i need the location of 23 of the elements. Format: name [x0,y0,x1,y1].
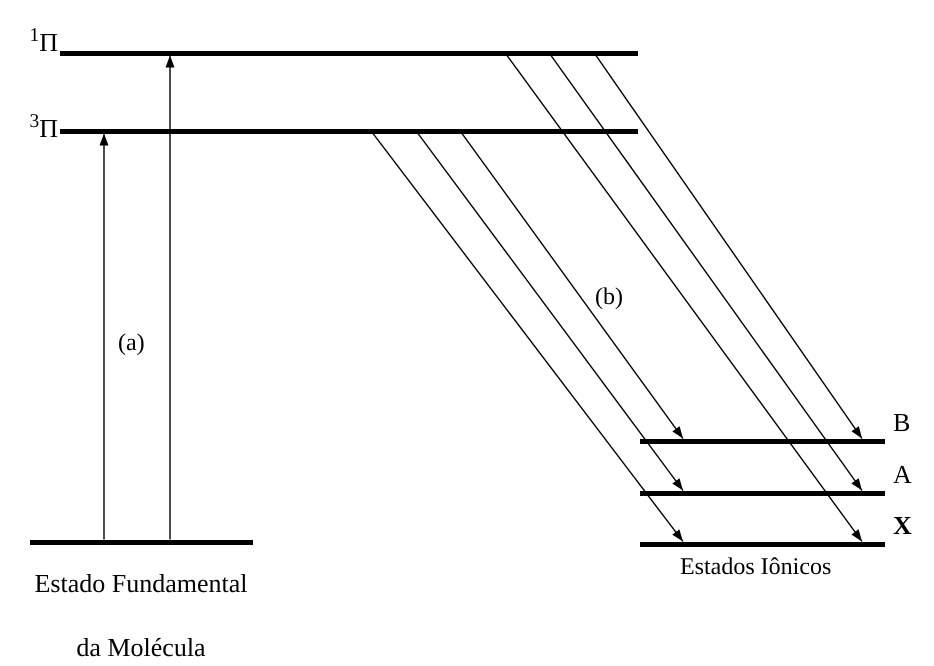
arrow [372,133,684,542]
arrow [100,134,108,540]
level-label: $^{3}$Π [28,114,58,144]
energy-level-bar [60,128,638,134]
level-label: X [893,511,913,541]
transition-label: (a) [118,329,145,358]
level-label: B [893,408,912,438]
level-label: A [893,460,913,490]
energy-level-bar [30,540,253,544]
arrow [417,133,684,491]
arrow [506,55,863,542]
energy-level-bar [60,50,638,56]
arrow [550,55,863,491]
level-label: $^{1}$Π [28,28,58,58]
energy-level-bar [640,438,885,444]
energy-level-bar [640,542,885,546]
arrow [166,56,174,540]
transition-label: (b) [595,283,623,312]
energy-level-bar [640,490,885,496]
arrow [595,55,863,439]
group-label: Estados Iônicos [680,553,832,582]
arrow [461,133,684,439]
level-label: Estado Fundamental da Molécula [33,568,248,664]
